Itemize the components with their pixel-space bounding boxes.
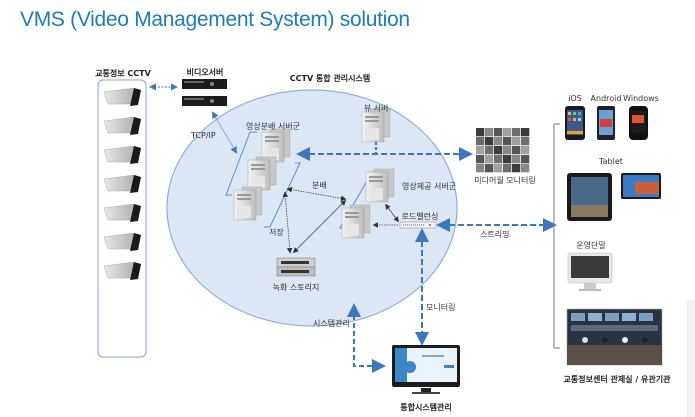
android-tablet-icon [621,173,661,199]
integrated-management-label: 통합시스템관리 [400,403,452,412]
load-balancer-icon [399,221,437,229]
tablet-label: Tablet [599,157,623,166]
media-wall-tile [476,155,485,164]
distribute-arrow [286,186,347,202]
media-wall-tile [476,146,485,155]
distribution-server-icon [233,186,263,221]
distribution-server-icon [247,156,277,191]
cctv-label: 교통정보 CCTV [95,69,151,78]
recording-storage-icon [276,257,316,277]
operator-terminal-icon [567,252,613,291]
media-wall-tile [521,137,530,146]
distribution-servers-label: 영상분배 서버군 [245,122,301,131]
system-management-arrow [347,303,386,373]
tcpip-label: TCP/IP [191,131,216,140]
media-wall-tile [521,146,530,155]
media-wall-tile [476,128,485,137]
cctv-camera-icon [103,116,141,135]
system-management-label: 시스템관리 [313,319,350,328]
monitoring-label: 모니터링 [426,303,456,312]
media-wall-tile [512,137,521,146]
page-title: VMS (Video Management System) solution [20,8,410,31]
provision-server-icon [341,204,371,239]
media-wall-tile [503,164,512,173]
tcpip-arrow [211,111,238,154]
android-phone-icon [597,106,615,140]
right-edge-strip [687,300,695,417]
distribute-label: 분배 [312,181,327,190]
provision-servers-label: 영상제공 서버군 [402,182,457,191]
media-wall-icon [476,128,530,173]
storage-provision-arrow [292,199,347,254]
storage-label: 녹화 스토리지 [272,283,320,292]
cctv-camera-icon [103,87,141,106]
media-wall-tile [494,155,503,164]
media-wall-tile [494,146,503,155]
media-wall-tile [503,128,512,137]
media-wall-tile [512,146,521,155]
system-title: CCTV 통합 관리시스템 [289,74,371,83]
media-wall-tile [521,128,530,137]
media-wall-tile [521,164,530,173]
media-wall-tile [476,137,485,146]
provision-server-icon [365,168,395,203]
ios-phone-icon [565,106,585,140]
device-android-label: Android [590,94,622,103]
media-wall-tile [485,146,494,155]
control-room-photo [566,308,663,366]
cctv-camera-icon [103,261,141,280]
media-wall-tile [512,164,521,173]
media-wall-tile [476,164,485,173]
media-wall-tile [494,137,503,146]
integrated-management-monitor-icon [392,345,460,394]
video-server-label: 비디오서버 [186,68,224,77]
view-server-icon [361,108,391,143]
media-wall-tile [503,146,512,155]
media-wall-tile [503,137,512,146]
device-group-bracket [553,123,560,349]
cctv-camera-icon [103,232,141,251]
lb-provision-arrow [385,203,399,223]
control-room-label: 교통정보센터 관제실 / 유관기관 [563,375,671,384]
media-wall-tile [485,164,494,173]
cctv-camera-icon [103,203,141,222]
media-wall-tile [485,137,494,146]
store-label: 저장 [269,228,284,237]
ipad-tablet-icon [567,173,612,221]
media-wall-tile [494,128,503,137]
load-balancer-label: 로드밸런싱 [401,212,439,221]
device-ios-label: iOS [568,94,582,103]
video-server-icon [182,79,227,106]
media-wall-tile [512,128,521,137]
media-wall-tile [512,155,521,164]
device-windows-label: Windows [623,94,659,103]
media-wall-tile [494,164,503,173]
camera-group [103,87,141,280]
cctv-camera-icon [103,174,141,193]
media-wall-tile [521,155,530,164]
windows-phone-icon [629,106,648,140]
media-wall-tile [485,155,494,164]
media-wall-tile [485,128,494,137]
media-wall-label: 미디어월 모니터링 [474,176,536,185]
terminal-label: 운영단말 [576,241,606,250]
cctv-camera-icon [103,145,141,164]
media-wall-tile [503,155,512,164]
view-server-label: 뷰 서버 [363,104,389,113]
distribution-server-icon [261,128,291,163]
streaming-label: 스트리밍 [480,230,510,239]
